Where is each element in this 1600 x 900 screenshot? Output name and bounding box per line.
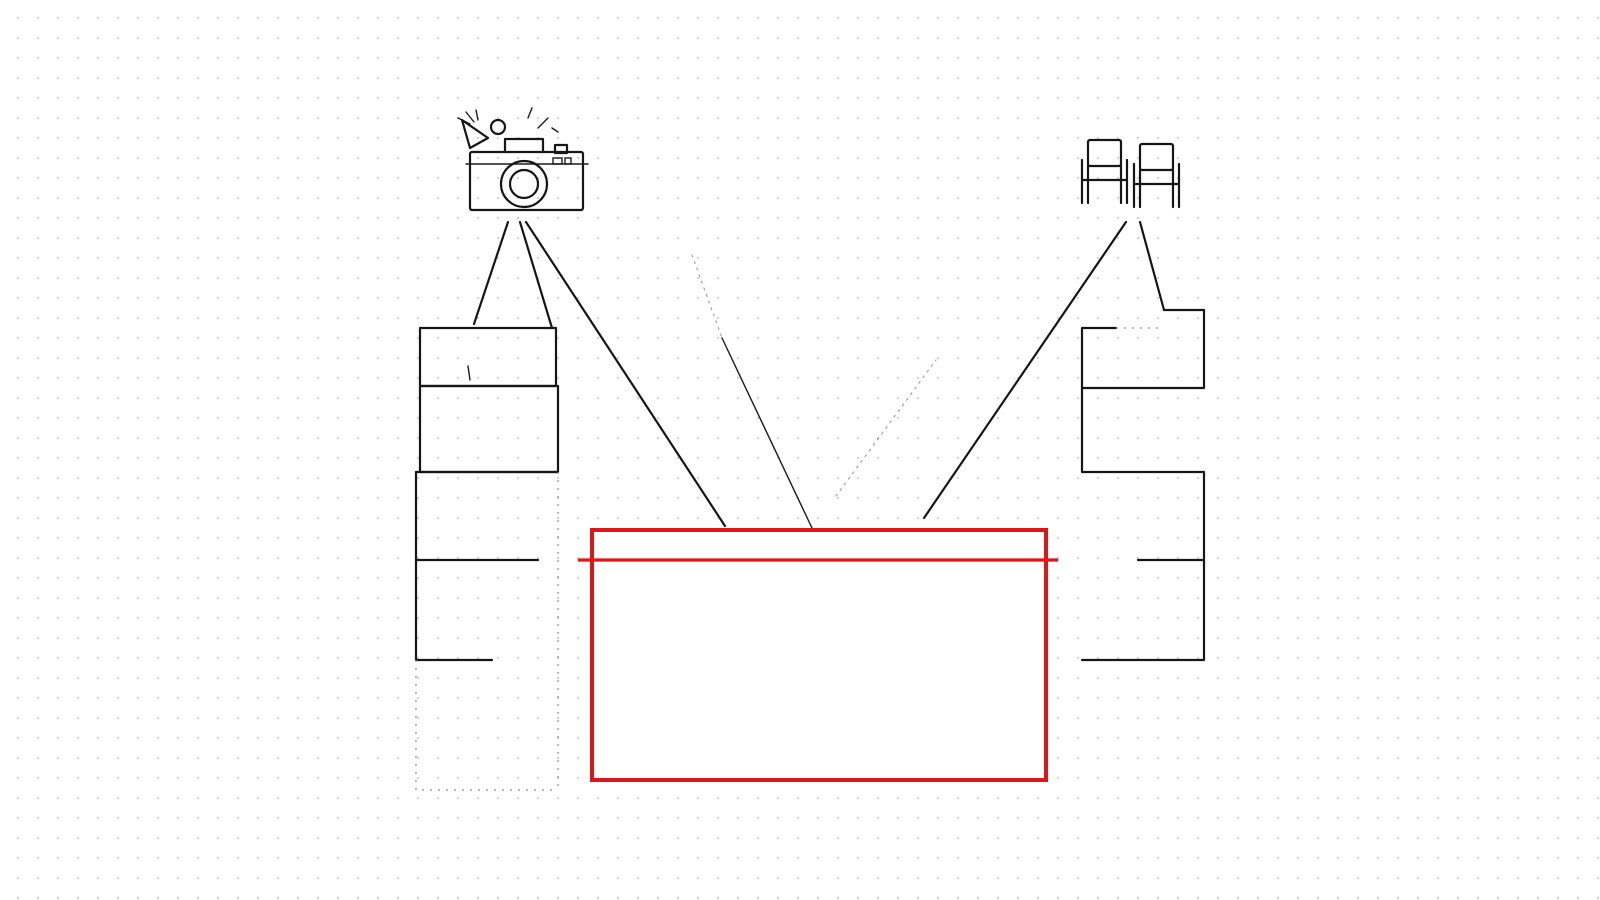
camera-to-left-block-line [472, 220, 510, 326]
right-block-2 [1080, 386, 1206, 662]
connector-lines [472, 220, 1166, 529]
highlighted-target-box [578, 528, 1058, 782]
camera-to-left-block-line-2 [518, 220, 554, 330]
left-block-2 [418, 384, 560, 474]
center-guide-line [721, 337, 813, 529]
chairs-icon [1080, 138, 1181, 209]
right-block-1 [1080, 308, 1206, 390]
chairs-to-target-line [922, 220, 1128, 520]
camera-to-target-line [524, 220, 727, 528]
left-block-3 [414, 470, 494, 662]
left-block-stack [414, 326, 560, 791]
right-block-stack [1080, 308, 1206, 662]
camera-icon [457, 107, 589, 212]
chairs-to-right-block-line [1138, 220, 1166, 312]
left-block-1 [418, 326, 558, 388]
